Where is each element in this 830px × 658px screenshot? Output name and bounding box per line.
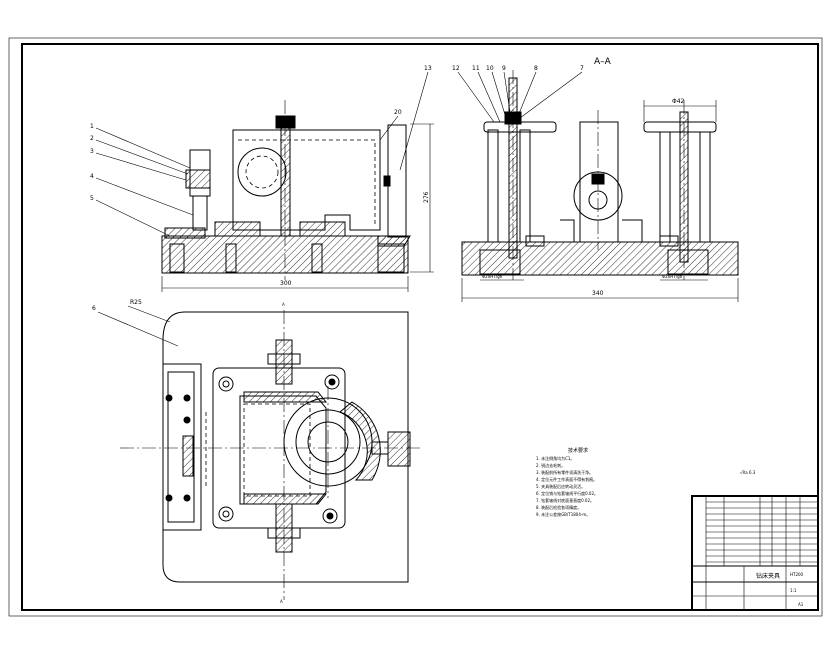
dim-plan-radius: R25 (130, 299, 142, 306)
balloon-20: 20 (394, 109, 402, 116)
note-3: 3. 装配前所有零件须清洗干净。 (536, 469, 593, 475)
balloon-1: 1 (90, 123, 94, 130)
title-drawing-name: 钻床夹具 (756, 572, 780, 580)
note-5: 5. 夹具装配后应转动灵活。 (536, 483, 585, 489)
balloon-2: 2 (90, 135, 94, 142)
outer-border (8, 37, 823, 617)
plan-base-outline (162, 311, 409, 583)
note-1: 1. 未注倒角均为C1。 (536, 455, 574, 461)
balloon-12: 12 (452, 65, 460, 72)
plan-left-clamp-strip (162, 363, 202, 531)
balloon-8: 8 (534, 65, 538, 72)
title-material: HT200 (790, 572, 804, 577)
technical-notes: 技术要求 1. 未注倒角均为C1。 2. 锐边去毛刺。 3. 装配前所有零件须清… (536, 447, 756, 517)
notes-title: 技术要求 (568, 447, 588, 454)
dim-front-height: 276 (423, 191, 430, 203)
balloon-3: 3 (90, 148, 94, 155)
balloon-5: 5 (90, 195, 94, 202)
note-9: 9. 未注公差按GB/T1804-m。 (536, 511, 590, 517)
title-sheet: A1 (798, 602, 804, 607)
side-base-plate (461, 241, 739, 276)
balloon-7: 7 (580, 65, 584, 72)
plan-right-knob (387, 431, 411, 467)
plan-view: R25 6 (92, 299, 420, 604)
balloon-13: 13 (424, 65, 432, 72)
balloon-11: 11 (472, 65, 480, 72)
balloon-6: 6 (92, 305, 96, 312)
balloon-10: 10 (486, 65, 494, 72)
note-6: 6. 定位销与钻套轴线平行度0.02。 (536, 490, 598, 496)
dim-side-right-fit: Φ20H7/g6 (662, 274, 683, 279)
note-8: 8. 装配后检验各项精度。 (536, 504, 581, 510)
note-4: 4. 定位元件工作表面不得有划痕。 (536, 476, 597, 482)
balloon-4: 4 (90, 173, 94, 180)
title-block: 钻床夹具 HT200 1:1 A1 (691, 495, 819, 611)
dim-front-width: 300 (280, 280, 292, 287)
dim-side-left-fit: Φ20H7/g6 (482, 274, 503, 279)
front-bore (237, 147, 287, 197)
side-left-pillar (487, 129, 499, 243)
roughness-symbol: √Ra 6.3 (740, 470, 756, 475)
front-main-stud (280, 127, 291, 237)
inner-border (21, 43, 819, 611)
note-7: 7. 钻套轴线对底面垂直度0.02。 (536, 497, 594, 503)
front-view: 1 2 3 4 5 13 20 300 276 (90, 65, 434, 292)
dim-side-width: 340 (592, 290, 604, 297)
front-workpiece-housing (232, 129, 381, 231)
note-2: 2. 锐边去毛刺。 (536, 462, 565, 468)
balloon-9: 9 (502, 65, 506, 72)
section-arrow-bottom: A (280, 599, 283, 604)
front-leaders (95, 71, 429, 237)
side-section-view: A–A 12 11 10 9 (452, 57, 739, 302)
title-scale: 1:1 (790, 588, 797, 593)
section-label: A–A (594, 57, 612, 67)
section-arrow-top: A (282, 302, 285, 307)
dim-side-top-width: Φ42 (672, 98, 685, 105)
front-support-column (387, 124, 407, 238)
front-clamp-block (164, 227, 206, 239)
